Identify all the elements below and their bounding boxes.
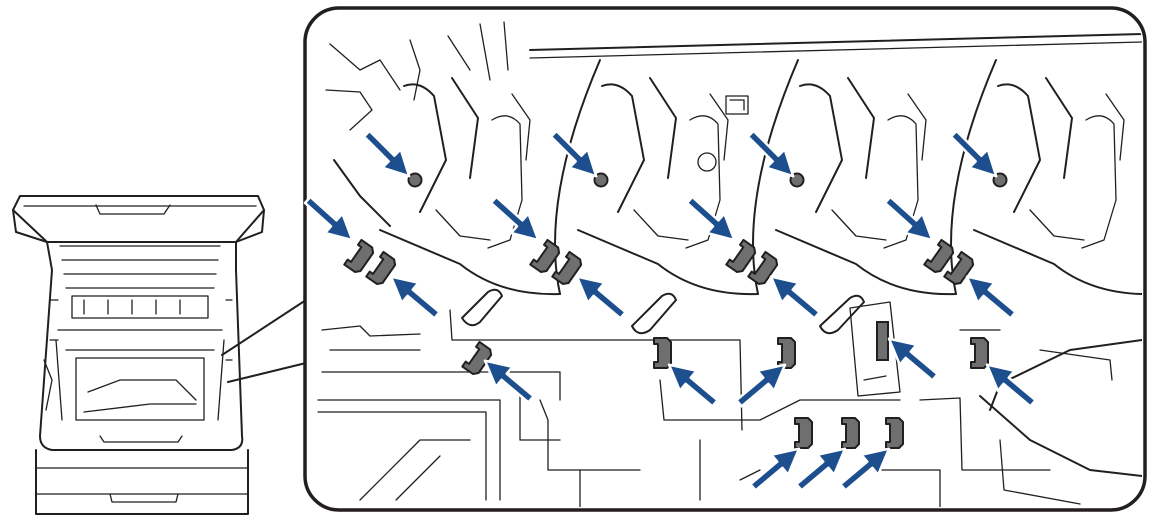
tab-mid-slot [876,321,889,361]
printer-overview [12,195,265,515]
drum-units [333,59,1142,296]
detail-panel [297,6,1147,512]
callout-wedge [221,299,307,383]
gray-tabs [343,238,989,449]
knob-1 [407,172,423,188]
